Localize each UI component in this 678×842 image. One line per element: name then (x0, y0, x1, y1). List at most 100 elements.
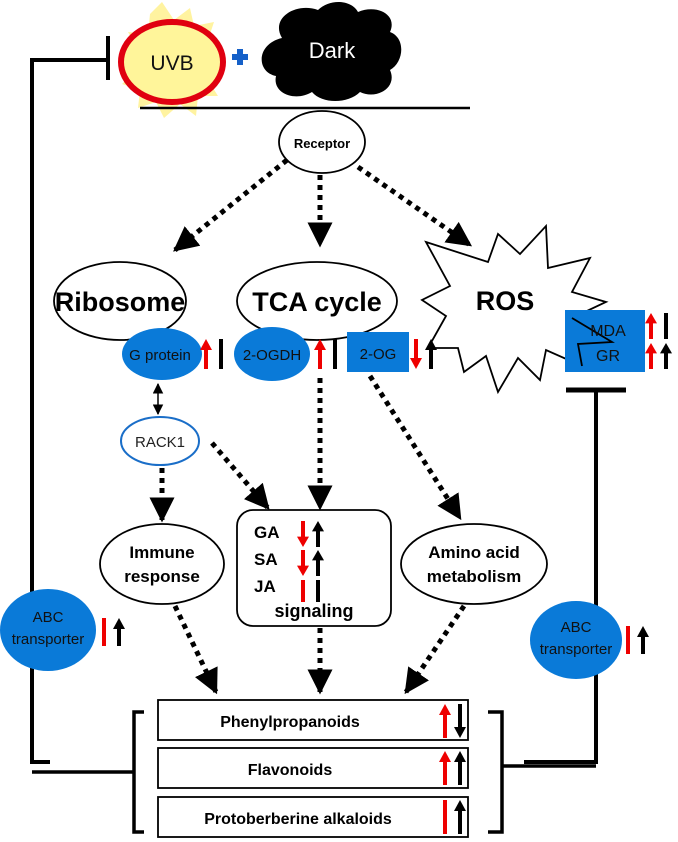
ogdh-indicators (314, 339, 337, 369)
amino-label-2: metabolism (427, 567, 521, 586)
product-label-protoberberine: Protoberberine alkaloids (204, 811, 392, 828)
gr-black-up-arrow-icon (660, 343, 672, 369)
ja-red-bar-icon (301, 580, 305, 602)
phenylpropanoids-indicators (439, 704, 466, 738)
plus-icon (232, 49, 248, 65)
phenylpropanoids-black-down-arrow-icon (454, 704, 466, 738)
dark-label: Dark (309, 38, 356, 63)
immune-label-2: response (124, 567, 200, 586)
ja-indicators (301, 580, 320, 602)
ga-red-down-arrow-icon (297, 521, 309, 547)
product-box-flavonoids (157, 747, 469, 789)
signaling-node (236, 509, 392, 627)
amino-label-1: Amino acid (428, 543, 520, 562)
signaling-label: signaling (274, 601, 353, 621)
abc_left-red-bar-icon (102, 618, 106, 646)
product-label-phenylpropanoids: Phenylpropanoids (220, 714, 360, 731)
ros-spike-overlay (571, 317, 615, 367)
ribosome-label: Ribosome (55, 287, 186, 317)
uvb-sun: UVB (118, 2, 226, 118)
amino-acid-node (400, 523, 548, 605)
right-bracket (488, 710, 504, 834)
sa-black-up-arrow-icon (312, 550, 324, 576)
mda-red-up-arrow-icon (645, 313, 657, 339)
g_protein-black-bar-icon (219, 339, 223, 369)
ribosome-node (53, 261, 187, 341)
abc_right-black-up-arrow-icon (637, 626, 649, 654)
ogdh-node (234, 327, 310, 381)
receptor-label: Receptor (294, 136, 350, 151)
rack1-node (120, 416, 200, 466)
abc-left-indicators (102, 618, 125, 646)
dark-cloud: Dark (261, 1, 402, 101)
mda-label: MDA (590, 323, 626, 340)
abc-right-indicators (626, 626, 649, 654)
arrow-receptor-ribosome (173, 158, 289, 252)
product-box-phenylpropanoids (157, 699, 469, 741)
gr-red-up-arrow-icon (645, 343, 657, 369)
ga-black-up-arrow-icon (312, 521, 324, 547)
arrow-amino-products (403, 604, 467, 695)
gr-label: GR (596, 348, 620, 365)
g-protein-label: G protein (129, 347, 191, 364)
protoberberine-black-up-arrow-icon (454, 800, 466, 834)
og-node (347, 332, 409, 372)
abc-right-label-2: transporter (540, 641, 613, 658)
gr-indicators (645, 343, 672, 369)
ogdh-black-bar-icon (333, 339, 337, 369)
abc_right-red-bar-icon (626, 626, 630, 654)
protoberberine-red-bar-icon (443, 800, 447, 834)
right-inhibition-line (524, 387, 626, 764)
sa-label: SA (254, 550, 278, 569)
abc-transporter-left-node (0, 589, 96, 671)
cloud-icon (261, 1, 402, 101)
product-label-flavonoids: Flavonoids (248, 762, 333, 779)
ga-indicators (297, 521, 324, 547)
receptor-node (278, 110, 366, 174)
arrow-receptor-ros (356, 164, 473, 248)
arrow-immune-products (172, 604, 219, 695)
ja-black-bar-icon (316, 580, 320, 602)
uvb-label: UVB (150, 52, 193, 75)
immune-response-node (99, 523, 225, 605)
g-protein-indicators (200, 339, 223, 369)
bottom-arrows (172, 604, 467, 695)
og-red-down-arrow-icon (410, 339, 422, 369)
sa-red-down-arrow-icon (297, 550, 309, 576)
receptor-arrows (173, 158, 473, 252)
og-black-up-arrow-icon (425, 339, 437, 369)
product-box-protoberberine (157, 796, 469, 838)
mda-indicators (645, 313, 668, 339)
ga-label: GA (254, 523, 280, 542)
og-indicators (410, 339, 437, 369)
ogdh-label: 2-OGDH (243, 347, 301, 364)
og-label: 2-OG (360, 346, 397, 363)
flavonoids-red-up-arrow-icon (439, 751, 451, 785)
immune-label-1: Immune (129, 543, 194, 562)
flavonoids-indicators (439, 751, 466, 785)
uvb-ellipse (118, 19, 226, 105)
left-inhibition-line (30, 36, 110, 764)
mda-black-bar-icon (664, 313, 668, 339)
abc-left-label-1: ABC (33, 609, 64, 626)
phenylpropanoids-red-up-arrow-icon (439, 704, 451, 738)
sa-indicators (297, 550, 324, 576)
protoberberine-indicators (443, 800, 466, 834)
products-group: Phenylpropanoids Flavonoids Protoberberi… (32, 699, 596, 838)
tca-cycle-node (236, 261, 398, 341)
tca-cycle-label: TCA cycle (252, 287, 382, 317)
abc-right-label-1: ABC (561, 619, 592, 636)
arrow-og-amino (367, 374, 463, 521)
mda-gr-node (565, 310, 645, 372)
middle-arrows (149, 374, 463, 523)
abc_left-black-up-arrow-icon (113, 618, 125, 646)
left-bracket (132, 710, 144, 834)
rack1-label: RACK1 (135, 434, 185, 451)
ja-label: JA (254, 577, 276, 596)
ogdh-red-up-arrow-icon (314, 339, 326, 369)
flavonoids-black-up-arrow-icon (454, 751, 466, 785)
g_protein-red-up-arrow-icon (200, 339, 212, 369)
ros-label: ROS (476, 286, 535, 316)
g-protein-node (122, 328, 202, 380)
